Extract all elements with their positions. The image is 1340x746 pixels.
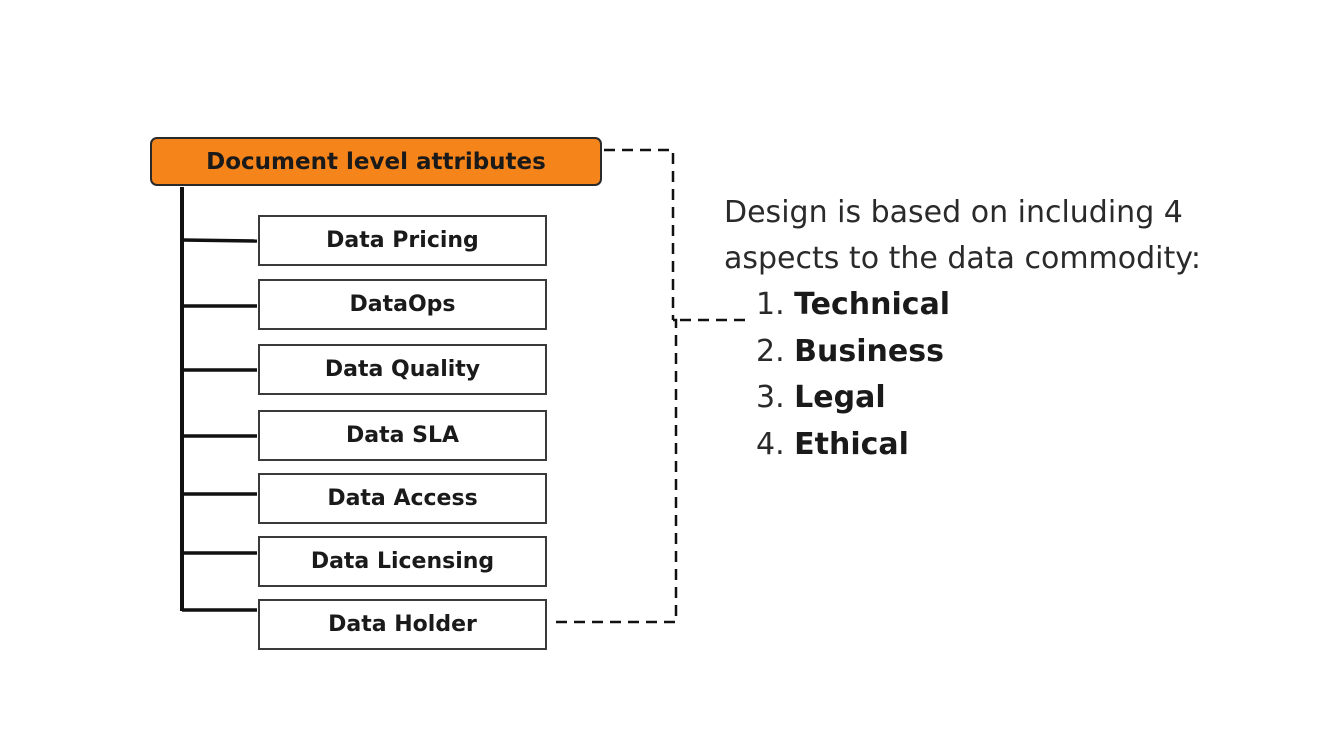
- branch-line: [181, 238, 258, 243]
- aspect-item-legal: 3. Legal: [756, 375, 950, 422]
- aspect-label: Legal: [794, 380, 886, 415]
- aspect-label: Technical: [794, 287, 951, 322]
- child-node-data-sla: Data SLA: [258, 410, 547, 461]
- aspect-label: Business: [794, 333, 944, 369]
- aspects-list: 1. Technical 2. Business 3. Legal 4. Eth…: [756, 282, 950, 468]
- aspect-number: 4.: [756, 426, 785, 462]
- child-node-data-pricing: Data Pricing: [258, 215, 547, 266]
- root-node-document-level-attributes: Document level attributes: [150, 137, 602, 186]
- child-node-label: Data Quality: [324, 357, 481, 382]
- child-node-data-licensing: Data Licensing: [258, 536, 547, 587]
- aspect-item-ethical: 4. Ethical: [756, 422, 950, 469]
- aspect-number: 2.: [756, 333, 785, 369]
- dashed-bracket: [556, 148, 678, 624]
- child-node-label: Data Pricing: [326, 228, 479, 253]
- child-node-dataops: DataOps: [258, 279, 547, 330]
- child-node-label: DataOps: [349, 292, 456, 317]
- root-node-label: Document level attributes: [206, 148, 546, 175]
- aspect-number: 3.: [756, 380, 785, 415]
- child-node-label: Data Access: [327, 486, 478, 511]
- child-node-data-quality: Data Quality: [258, 344, 547, 395]
- child-node-label: Data Licensing: [310, 549, 495, 574]
- child-node-data-holder: Data Holder: [258, 599, 547, 650]
- aspect-item-technical: 1. Technical: [756, 282, 950, 329]
- child-node-data-access: Data Access: [258, 473, 547, 524]
- aspect-number: 1.: [756, 287, 785, 322]
- aspect-item-business: 2. Business: [756, 329, 950, 376]
- aspect-label: Ethical: [794, 426, 909, 462]
- design-description: Design is based on including 4 aspects t…: [724, 190, 1324, 282]
- child-node-label: Data Holder: [328, 612, 477, 637]
- description-line-1: Design is based on including 4: [724, 195, 1183, 230]
- description-line-2: aspects to the data commodity:: [724, 241, 1201, 276]
- child-node-label: Data SLA: [345, 423, 460, 448]
